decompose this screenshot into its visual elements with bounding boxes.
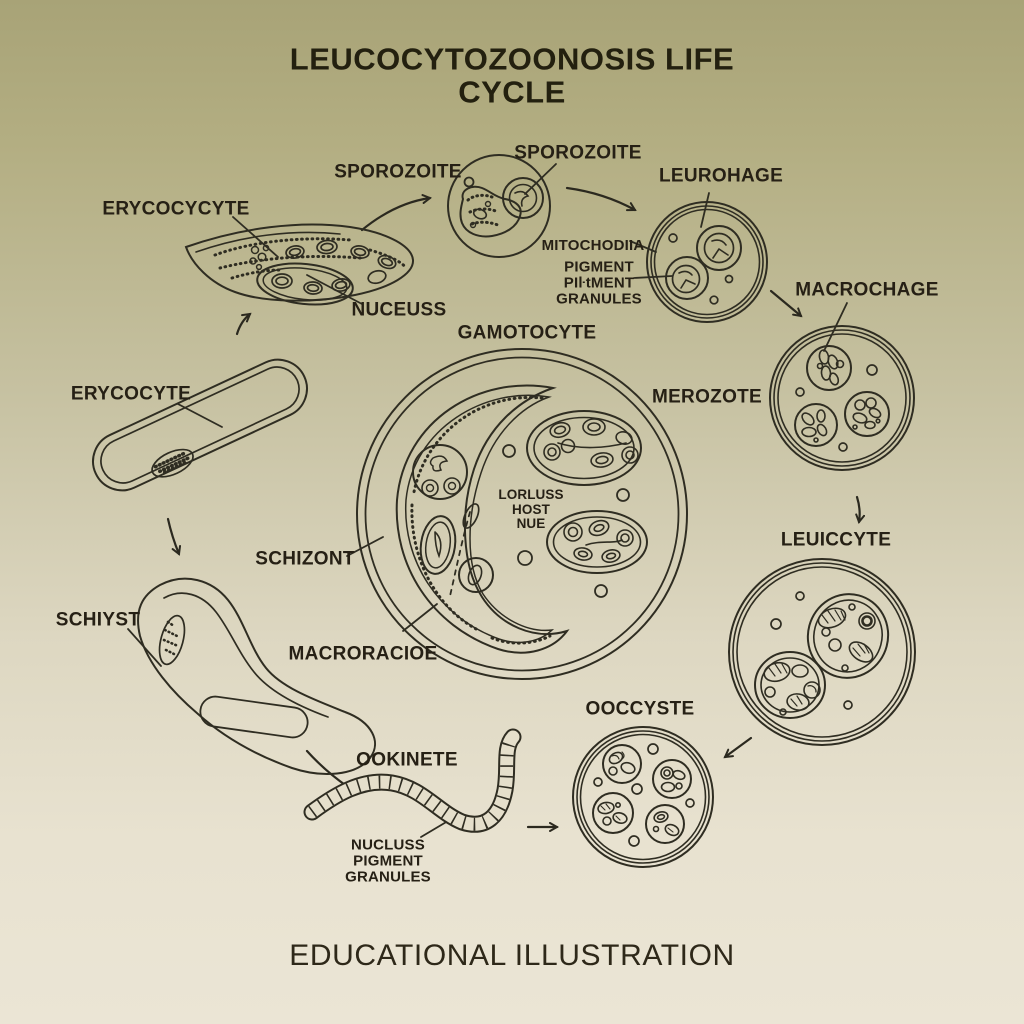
label-erycocyte: ERYCOCYTE: [70, 383, 192, 405]
footer-caption: EDUCATIONAL ILLUSTRATION: [289, 938, 735, 972]
label-lorluss-host-nue: LORLUSS HOST NUE: [498, 487, 564, 532]
label-merozote: MEROZOTE: [651, 386, 763, 408]
label-nucluss-granules: NUCLUSS PIGMENT GRANULES: [345, 836, 431, 887]
label-pigment-granules: PIGMENT PIŀtMENT GRANULES: [556, 258, 642, 309]
label-sporozoite-left: SPOROZOITE: [334, 161, 462, 183]
page-title: LEUCOCYTOZOONOSIS LIFE CYCLE: [289, 41, 735, 110]
label-ooccyste: OOCCYSTE: [585, 698, 695, 720]
label-leurohage: LEUROHAGE: [658, 165, 784, 187]
macrochage-cell-drawing: [769, 325, 915, 471]
sporozoite-cell-drawing: [447, 154, 551, 258]
oocyst-cell-drawing: [572, 726, 714, 868]
label-schizont: SCHIZONT: [255, 548, 355, 570]
label-gamotocyte: GAMOTOCYTE: [457, 322, 597, 344]
label-erycocycyte: ERYCOCYCYTE: [102, 198, 250, 220]
ookinete-worm-drawing: [303, 728, 522, 833]
schiyst-cell-drawing: [137, 577, 376, 775]
label-macroracioe: MACRORACIOE: [288, 643, 438, 665]
leurohage-cell-drawing: [646, 201, 768, 323]
leuicyte-cell-drawing: [728, 558, 916, 746]
label-ookinete: OOKINETE: [356, 749, 458, 771]
label-leuiccyte: LEUICCYTE: [780, 529, 892, 551]
gametocyte-cell-drawing: [356, 348, 688, 680]
label-schiyst: SCHIYST: [55, 609, 141, 631]
label-macrochage: MACROCHAGE: [795, 279, 939, 301]
label-mitochodiia: MITOCHODIIA: [541, 236, 645, 254]
erycocyte-cell-drawing: [92, 358, 308, 492]
label-nuceuss: NUCEUSS: [351, 299, 447, 321]
erycocycyte-cell-drawing: [184, 223, 415, 306]
label-sporozoite-top: SPOROZOITE: [514, 142, 642, 164]
